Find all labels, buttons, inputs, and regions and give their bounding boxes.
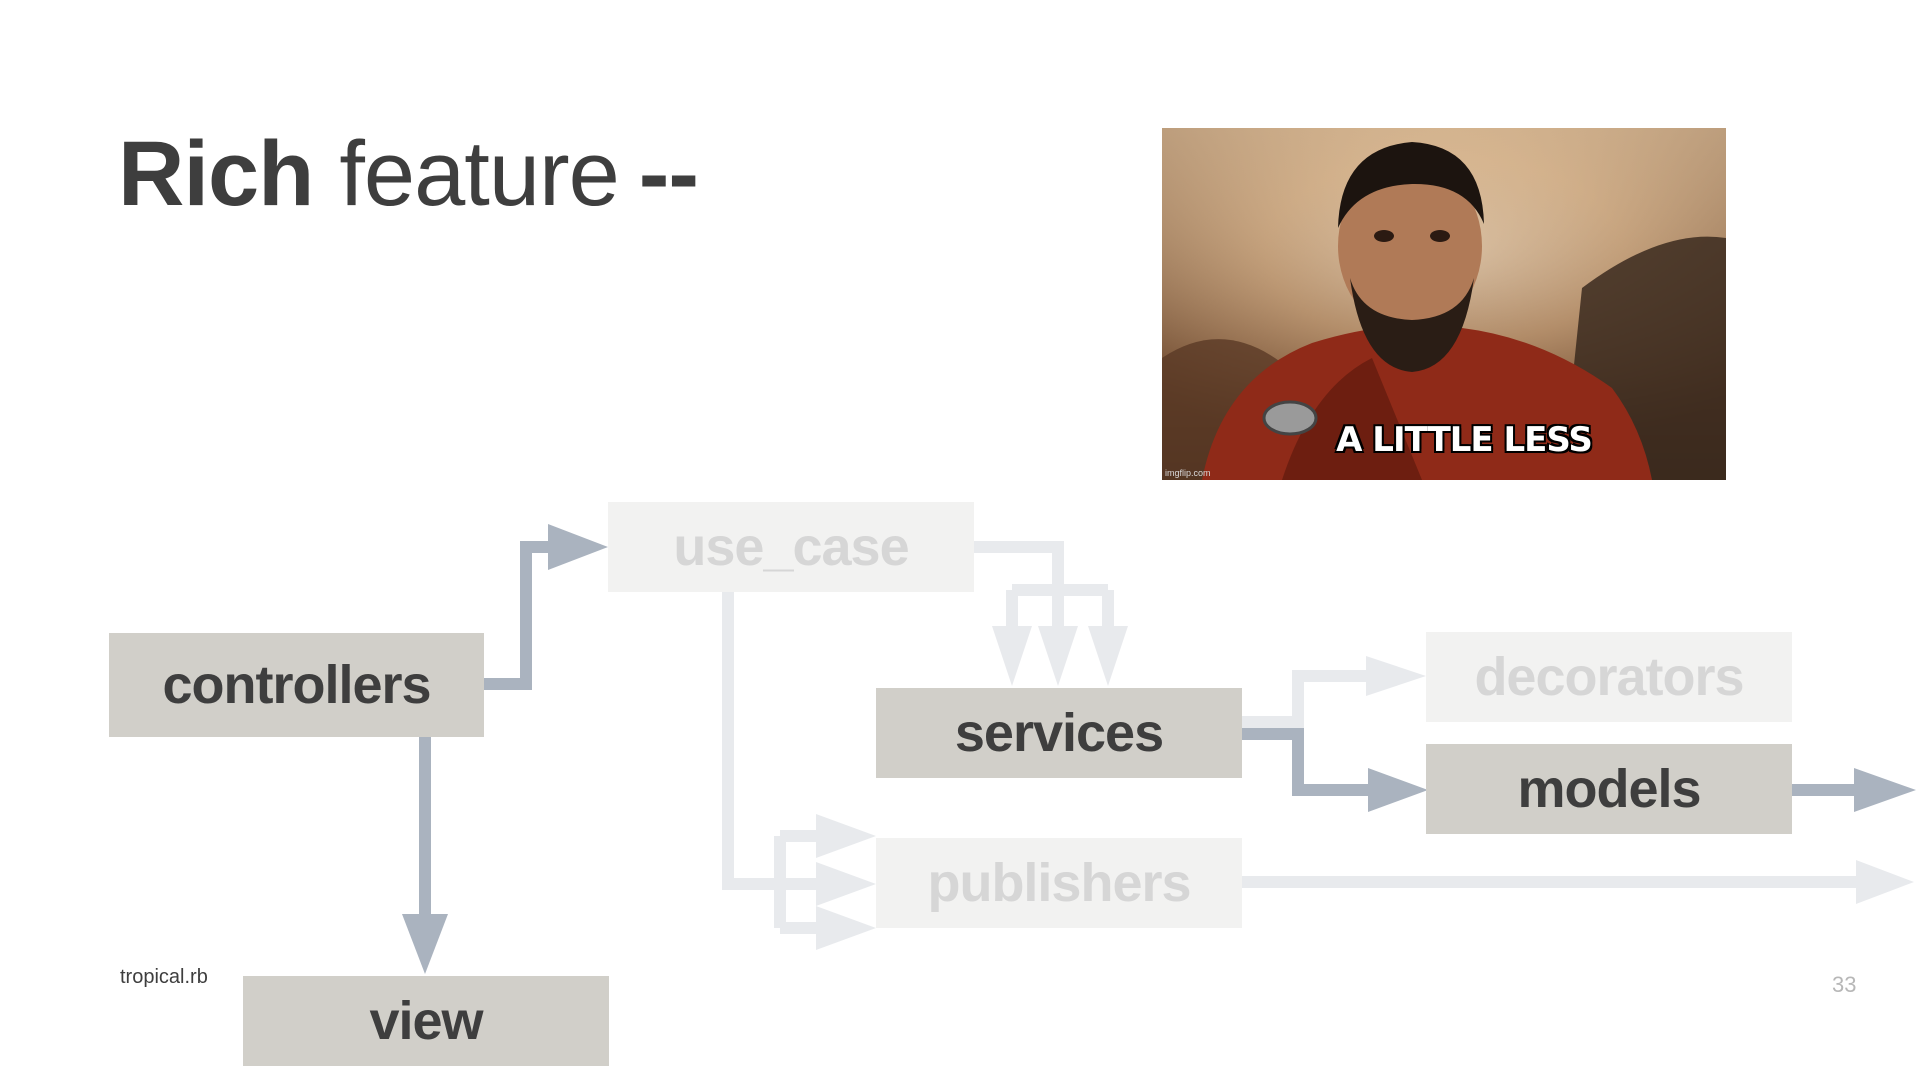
page-number: 33 bbox=[1832, 972, 1857, 997]
faded-connectors bbox=[722, 541, 1858, 934]
arrow-usecase-to-services bbox=[974, 541, 1064, 590]
spartan-figure-icon bbox=[1162, 142, 1726, 480]
meme-caption: A LITTLE LESS bbox=[1336, 420, 1593, 460]
faded-arrowheads bbox=[816, 626, 1914, 950]
meme-watermark: imgflip.com bbox=[1165, 468, 1211, 478]
arrow-controllers-to-usecase bbox=[484, 541, 552, 690]
active-connectors bbox=[419, 541, 1860, 918]
arrow-usecase-to-publishers bbox=[722, 592, 780, 890]
arrow-services-to-models bbox=[1242, 728, 1372, 796]
node-use-case: use_case bbox=[608, 502, 974, 592]
title-light-word: feature bbox=[339, 123, 619, 225]
node-decorators: decorators bbox=[1426, 632, 1792, 722]
node-view: view bbox=[243, 976, 609, 1066]
title-dashes: -- bbox=[638, 123, 699, 225]
arrow-services-to-decorators bbox=[1242, 670, 1368, 728]
active-arrowheads bbox=[402, 524, 1916, 974]
node-models: models bbox=[1426, 744, 1792, 834]
meme-image: A LITTLE LESS imgflip.com bbox=[1162, 128, 1726, 480]
node-services: services bbox=[876, 688, 1242, 778]
node-controllers: controllers bbox=[109, 633, 484, 737]
node-publishers: publishers bbox=[876, 838, 1242, 928]
footer-brand: tropical.rb bbox=[120, 966, 208, 988]
title-bold-word: Rich bbox=[118, 123, 314, 225]
